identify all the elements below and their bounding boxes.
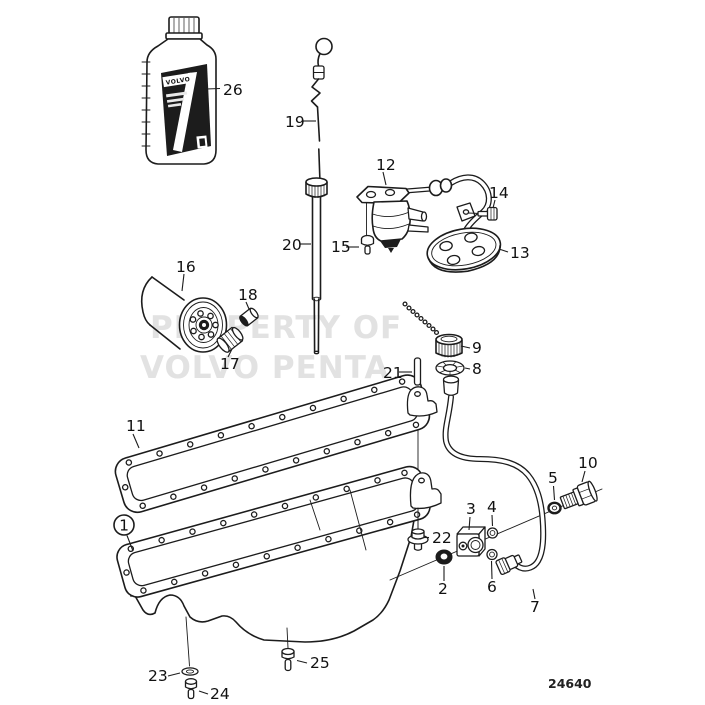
part-25-bolt xyxy=(281,647,295,672)
drawing-number: 24640 xyxy=(548,676,592,691)
part-5-washer xyxy=(547,501,562,515)
part-19-dipstick xyxy=(310,37,333,178)
callout-25: 25 xyxy=(310,654,330,672)
callout-labels: 1 2 3 4 5 6 7 8 9 10 11 12 13 14 15 16 1… xyxy=(113,81,598,703)
part-4-o-ring xyxy=(486,527,499,539)
callout-16: 16 xyxy=(176,258,196,276)
part-10-plug-fitting xyxy=(559,480,598,510)
callout-13: 13 xyxy=(510,244,530,262)
part-23-drain-washer xyxy=(181,667,199,676)
part-17-filter-nipple xyxy=(216,326,244,353)
callout-6: 6 xyxy=(487,578,497,596)
callout-19: 19 xyxy=(285,113,305,131)
part-24-drain-plug xyxy=(184,678,198,700)
callout-18: 18 xyxy=(238,286,258,304)
part-20-dipstick-tube xyxy=(305,177,328,355)
callout-5: 5 xyxy=(548,469,558,487)
callout-8: 8 xyxy=(472,360,482,378)
callout-21: 21 xyxy=(383,364,403,382)
callout-20: 20 xyxy=(282,236,302,254)
callout-1: 1 xyxy=(119,517,129,535)
part-3-connector-block xyxy=(456,526,486,557)
chain xyxy=(402,301,440,336)
callout-24: 24 xyxy=(210,685,230,703)
part-26-oil-bottle: VOLVO xyxy=(141,16,217,165)
bolt-25-axis-line xyxy=(286,627,289,649)
leader-lines xyxy=(126,87,586,695)
watermark-line2: VOLVO PENTA xyxy=(140,350,389,386)
part-16-oil-filter xyxy=(140,276,228,353)
callout-1-balloon xyxy=(113,514,135,536)
part-21-stud xyxy=(413,357,422,386)
part-2-drain-washer xyxy=(435,549,453,565)
callout-10: 10 xyxy=(578,454,598,472)
gasket-bolt-holes xyxy=(121,378,423,510)
callout-23: 23 xyxy=(148,667,168,685)
part-11-oil-pan-gasket xyxy=(114,374,438,531)
callout-3: 3 xyxy=(466,500,476,518)
part-8-sealing-washer xyxy=(435,360,465,376)
callout-17: 17 xyxy=(220,355,240,373)
part-22-pan-fitting xyxy=(407,528,429,551)
callout-15: 15 xyxy=(331,238,351,256)
part-6-o-ring xyxy=(486,548,498,561)
part-13-strainer xyxy=(426,227,502,273)
part-14-bolt xyxy=(477,206,498,221)
callout-12: 12 xyxy=(376,156,396,174)
filter-bolt-holes xyxy=(189,310,219,341)
callout-11: 11 xyxy=(126,417,146,435)
callout-4: 4 xyxy=(487,498,497,516)
callout-22: 22 xyxy=(432,529,452,547)
part-7-oil-hose xyxy=(442,375,547,576)
part-9-cap-with-chain xyxy=(402,301,463,358)
callout-7: 7 xyxy=(530,598,540,616)
callout-14: 14 xyxy=(489,184,509,202)
callout-9: 9 xyxy=(472,339,482,357)
bottle-brand-text: VOLVO xyxy=(165,76,191,87)
drain-plug-axis-line xyxy=(185,616,190,667)
part-18-sleeve xyxy=(239,307,259,327)
bottle-graduation-ticks xyxy=(141,61,151,147)
callout-2: 2 xyxy=(438,580,448,598)
part-15-bolt xyxy=(360,234,375,255)
callout-26: 26 xyxy=(223,81,243,99)
